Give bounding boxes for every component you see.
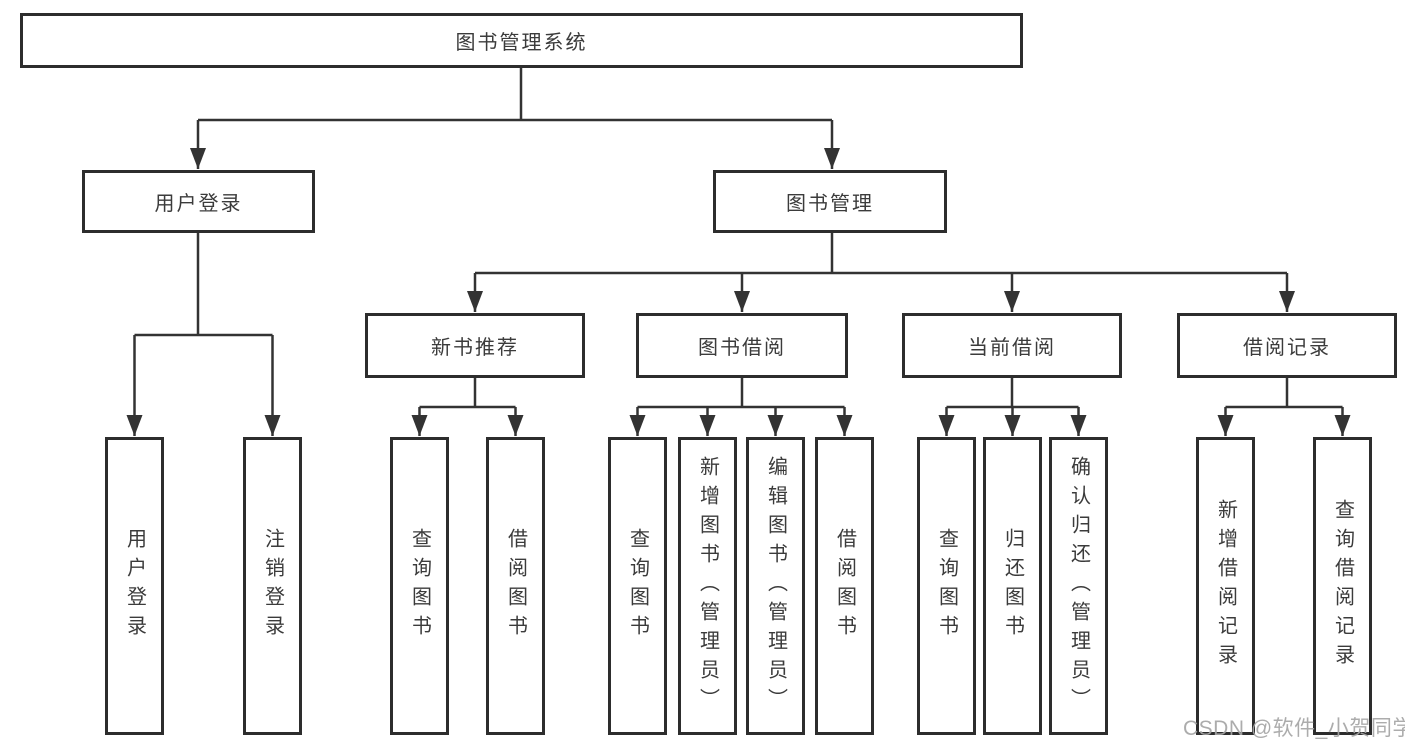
node-new-book-recommend-label: 新书推荐 xyxy=(431,337,519,359)
node-book-management-label: 图书管理 xyxy=(786,193,874,215)
leaf-query-borrow-record: 查询借阅记录 xyxy=(1313,437,1372,735)
leaf-add-borrow-record-label: 新增借阅记录 xyxy=(1214,499,1237,673)
leaf-return-book-label: 归还图书 xyxy=(1001,528,1024,644)
node-book-borrowing: 图书借阅 xyxy=(636,313,848,378)
node-book-management: 图书管理 xyxy=(713,170,947,233)
leaf-query-books-current-label: 查询图书 xyxy=(935,528,958,644)
leaf-add-book-admin-label: 新增图书（管理员） xyxy=(696,455,719,717)
leaf-borrow-books-recommend: 借阅图书 xyxy=(486,437,545,735)
leaf-query-books-recommend: 查询图书 xyxy=(390,437,449,735)
leaf-query-books-current: 查询图书 xyxy=(917,437,976,735)
leaf-logout-label: 注销登录 xyxy=(261,528,284,644)
node-current-borrowing: 当前借阅 xyxy=(902,313,1122,378)
node-borrowing-records: 借阅记录 xyxy=(1177,313,1397,378)
leaf-edit-book-admin: 编辑图书（管理员） xyxy=(746,437,805,735)
node-library-system: 图书管理系统 xyxy=(20,13,1023,68)
leaf-query-books-borrow: 查询图书 xyxy=(608,437,667,735)
leaf-add-borrow-record: 新增借阅记录 xyxy=(1196,437,1255,735)
node-library-system-label: 图书管理系统 xyxy=(455,32,588,54)
leaf-add-book-admin: 新增图书（管理员） xyxy=(678,437,737,735)
leaf-return-book: 归还图书 xyxy=(983,437,1042,735)
leaf-borrow-books-label: 借阅图书 xyxy=(833,528,856,644)
node-new-book-recommend: 新书推荐 xyxy=(365,313,585,378)
leaf-edit-book-admin-label: 编辑图书（管理员） xyxy=(764,455,787,717)
csdn-watermark: CSDN @软件_小贺同学 xyxy=(1183,717,1405,740)
leaf-confirm-return-admin: 确认归还（管理员） xyxy=(1049,437,1108,735)
node-user-login: 用户登录 xyxy=(82,170,315,233)
node-current-borrowing-label: 当前借阅 xyxy=(968,337,1056,359)
leaf-confirm-return-admin-label: 确认归还（管理员） xyxy=(1067,455,1090,717)
leaf-logout: 注销登录 xyxy=(243,437,302,735)
node-user-login-label: 用户登录 xyxy=(154,193,243,215)
leaf-borrow-books-recommend-label: 借阅图书 xyxy=(504,528,527,644)
node-borrowing-records-label: 借阅记录 xyxy=(1243,337,1331,359)
leaf-borrow-books: 借阅图书 xyxy=(815,437,874,735)
leaf-query-borrow-record-label: 查询借阅记录 xyxy=(1331,499,1354,673)
leaf-query-books-borrow-label: 查询图书 xyxy=(626,528,649,644)
wire-group xyxy=(126,68,1351,436)
leaf-user-login: 用户登录 xyxy=(105,437,164,735)
node-book-borrowing-label: 图书借阅 xyxy=(698,337,786,359)
leaf-query-books-recommend-label: 查询图书 xyxy=(408,528,431,644)
leaf-user-login-label: 用户登录 xyxy=(123,528,146,644)
